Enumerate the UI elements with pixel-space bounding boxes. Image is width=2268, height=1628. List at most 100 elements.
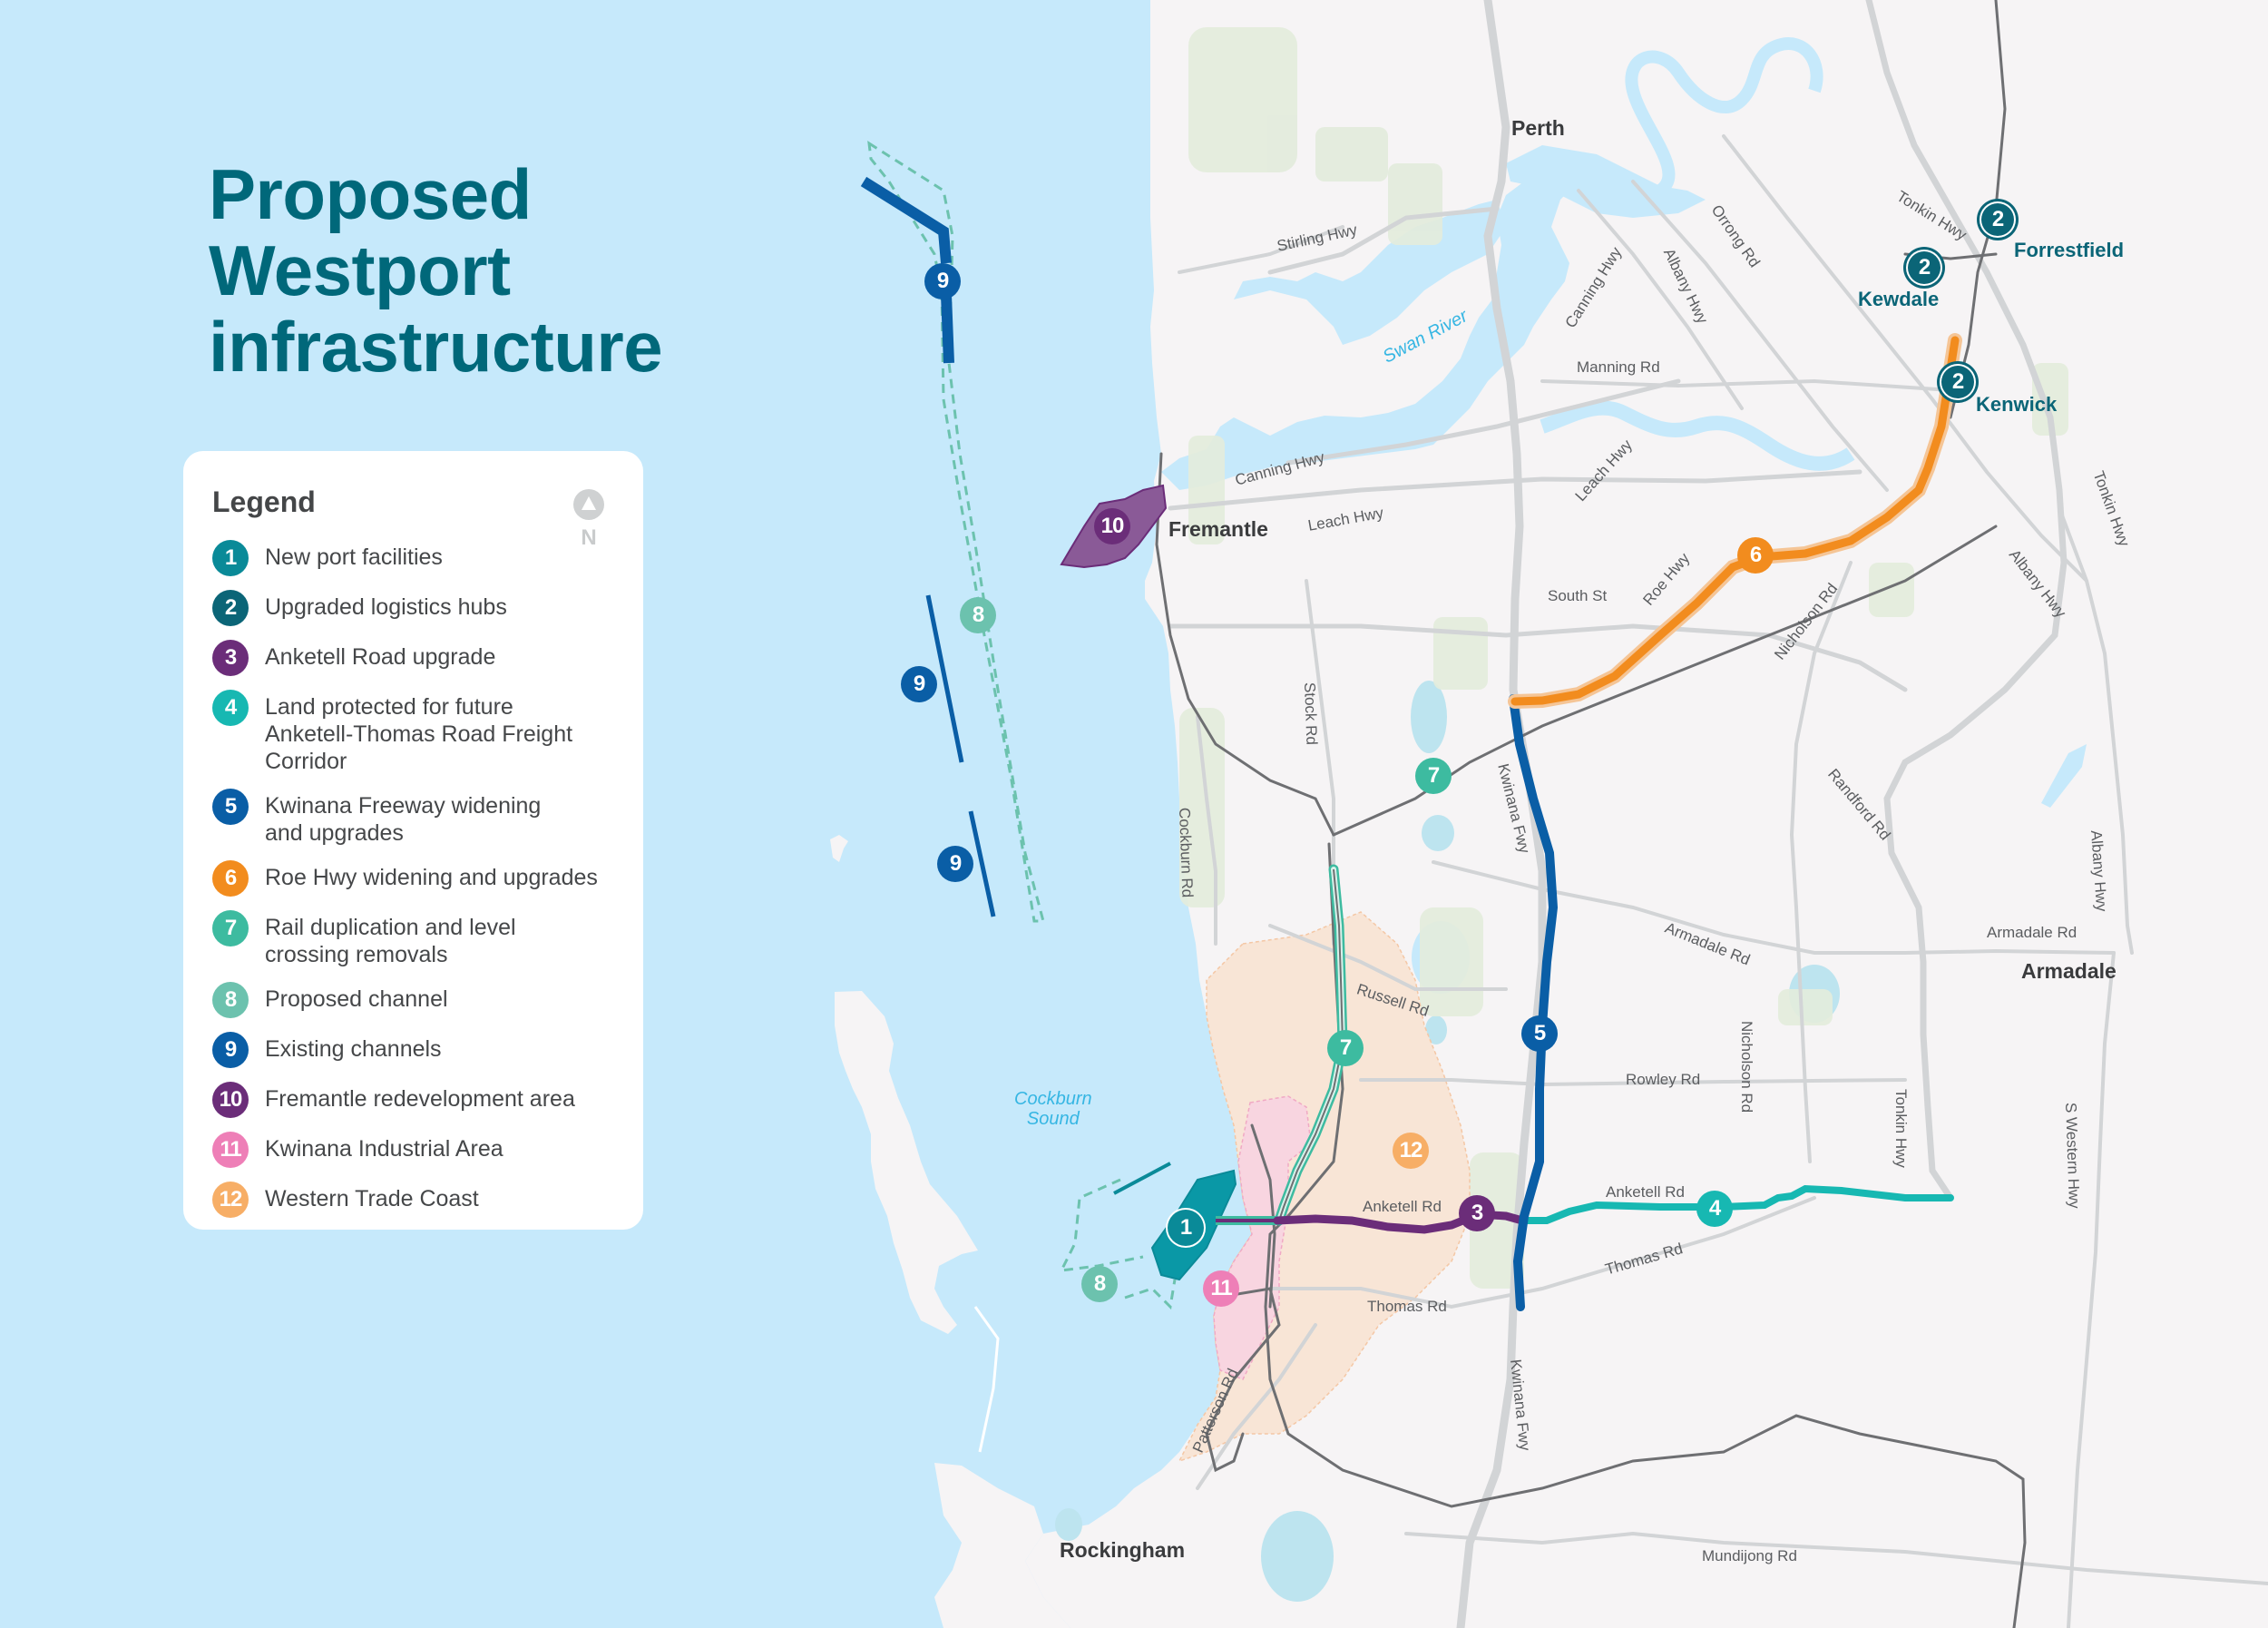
badge-3-icon: 3	[212, 640, 249, 676]
marker-7-rail-south[interactable]: 7	[1327, 1030, 1364, 1066]
marker-8-channel-south[interactable]: 8	[1081, 1266, 1118, 1302]
road-label: Anketell Rd	[1363, 1198, 1442, 1215]
legend-item-label: Western Trade Coast	[265, 1186, 479, 1211]
legend-item-label: Proposed channel	[265, 986, 448, 1012]
anketell-road-upgrade[interactable]	[1273, 1210, 1527, 1234]
legend-item-kwinana-industrial[interactable]: 11 Kwinana Industrial Area	[212, 1132, 612, 1168]
road-label: Mundijong Rd	[1702, 1547, 1797, 1564]
hub-label-kewdale: Kewdale	[1858, 288, 1940, 310]
marker-8-channel-north[interactable]: 8	[960, 597, 996, 633]
road-label: Rowley Rd	[1626, 1071, 1701, 1088]
legend-item-label: New port facilities	[265, 544, 443, 570]
legend-item-label: Land protected for future Anketell-Thoma…	[265, 694, 573, 774]
hub-label-kenwick: Kenwick	[1976, 393, 2058, 416]
marker-2-forrestfield[interactable]: 2	[1980, 201, 2016, 238]
legend-item-label: Rail duplication and level crossing remo…	[265, 915, 516, 967]
legend-item-anketell-road[interactable]: 3 Anketell Road upgrade	[212, 640, 612, 676]
title-line: Westport	[209, 230, 511, 310]
marker-9-channel-middle[interactable]: 9	[901, 666, 937, 702]
north-indicator: N	[572, 489, 605, 551]
legend-item-label: Upgraded logistics hubs	[265, 594, 507, 620]
badge-9-icon: 9	[212, 1032, 249, 1068]
lake	[1425, 1015, 1447, 1044]
place-perth: Perth	[1511, 116, 1565, 140]
marker-4-freight-corridor[interactable]: 4	[1696, 1191, 1733, 1227]
road-label: Anketell Rd	[1606, 1183, 1685, 1201]
lake	[1055, 1508, 1082, 1541]
legend-item-freight-corridor[interactable]: 4 Land protected for future Anketell-Thom…	[212, 690, 612, 775]
canning-river	[1540, 400, 1855, 471]
marker-1-new-port[interactable]: 1	[1168, 1210, 1204, 1246]
legend-item-existing-channels[interactable]: 9 Existing channels	[212, 1032, 612, 1068]
legend-item-rail-duplication[interactable]: 7 Rail duplication and level crossing rem…	[212, 910, 612, 968]
anketell-thomas-freight-corridor[interactable]	[1520, 1184, 1954, 1224]
legend-item-label: Existing channels	[265, 1036, 442, 1062]
legend-item-label: Roe Hwy widening and upgrades	[265, 865, 598, 890]
badge-8-icon: 8	[212, 982, 249, 1018]
badge-12-icon: 12	[212, 1182, 249, 1218]
badge-6-icon: 6	[212, 860, 249, 897]
proposed-channel[interactable]	[867, 141, 1177, 1310]
road-label: Tonkin Hwy	[1892, 1089, 1910, 1168]
rail-duplication-track	[1278, 868, 1344, 1221]
road-label: Cockburn Rd	[1176, 807, 1197, 898]
marker-9-channel-south[interactable]: 9	[937, 846, 973, 882]
road-label: Nicholson Rd	[1738, 1021, 1755, 1113]
road-label: Thomas Rd	[1367, 1298, 1447, 1315]
badge-4-icon: 4	[212, 690, 249, 726]
major-roads	[1168, 0, 2268, 1628]
marker-7-rail-north[interactable]: 7	[1415, 758, 1452, 794]
legend-item-western-trade-coast[interactable]: 12 Western Trade Coast	[212, 1182, 612, 1218]
title-line: Proposed	[209, 154, 532, 234]
causeway	[973, 1306, 1000, 1453]
road-label: Stock Rd	[1301, 682, 1321, 746]
legend-item-fremantle-redevelopment[interactable]: 10 Fremantle redevelopment area	[212, 1082, 612, 1118]
north-label: N	[581, 525, 597, 550]
legend-item-new-port[interactable]: 1 New port facilities	[212, 540, 612, 576]
marker-5-kwinana-freeway[interactable]: 5	[1521, 1015, 1558, 1052]
marker-3-anketell-road[interactable]: 3	[1459, 1195, 1495, 1231]
road-label: Manning Rd	[1577, 358, 1660, 376]
place-rockingham: Rockingham	[1060, 1538, 1186, 1562]
garden-island	[835, 991, 978, 1334]
legend-item-proposed-channel[interactable]: 8 Proposed channel	[212, 982, 612, 1018]
place-armadale: Armadale	[2021, 959, 2116, 983]
freight-rail	[1155, 0, 2027, 1628]
lake	[1261, 1511, 1334, 1602]
road-label: Armadale Rd	[1987, 924, 2077, 941]
marker-12-western-trade-coast[interactable]: 12	[1393, 1133, 1429, 1169]
lake	[1422, 815, 1454, 851]
marker-9-channel-north[interactable]: 9	[924, 263, 961, 299]
marker-2-kewdale[interactable]: 2	[1906, 250, 1942, 286]
legend-item-roe-hwy[interactable]: 6 Roe Hwy widening and upgrades	[212, 860, 612, 897]
swan-river-upper	[1625, 37, 1823, 196]
badge-10-icon: 10	[212, 1082, 249, 1118]
badge-7-icon: 7	[212, 910, 249, 946]
lake	[2041, 744, 2087, 808]
marker-11-kwinana-industrial[interactable]: 11	[1203, 1270, 1239, 1307]
road-label: South St	[1548, 587, 1608, 604]
existing-channels[interactable]	[860, 176, 1171, 1195]
kwinana-freeway-upgrade[interactable]	[1509, 694, 1559, 1311]
place-fremantle: Fremantle	[1168, 517, 1268, 541]
road-label: S Western Hwy	[2062, 1102, 2084, 1210]
marker-10-fremantle[interactable]: 10	[1094, 508, 1130, 544]
marker-2-kenwick[interactable]: 2	[1940, 364, 1976, 400]
badge-11-icon: 11	[212, 1132, 249, 1168]
lake	[1411, 681, 1447, 753]
legend-item-label: Fremantle redevelopment area	[265, 1086, 575, 1112]
page-title: Proposed Westport infrastructure	[209, 154, 663, 385]
water-label-cockburn-sound: Cockburn Sound	[1014, 1089, 1092, 1129]
legend-item-label: Kwinana Industrial Area	[265, 1136, 503, 1162]
hub-label-forrestfield: Forrestfield	[2014, 239, 2125, 261]
carnac-island	[830, 835, 848, 862]
badge-1-icon: 1	[212, 540, 249, 576]
legend-item-label: Anketell Road upgrade	[265, 644, 496, 670]
legend-item-label: Kwinana Freeway widening and upgrades	[265, 793, 542, 846]
marker-6-roe-hwy[interactable]: 6	[1737, 537, 1774, 574]
